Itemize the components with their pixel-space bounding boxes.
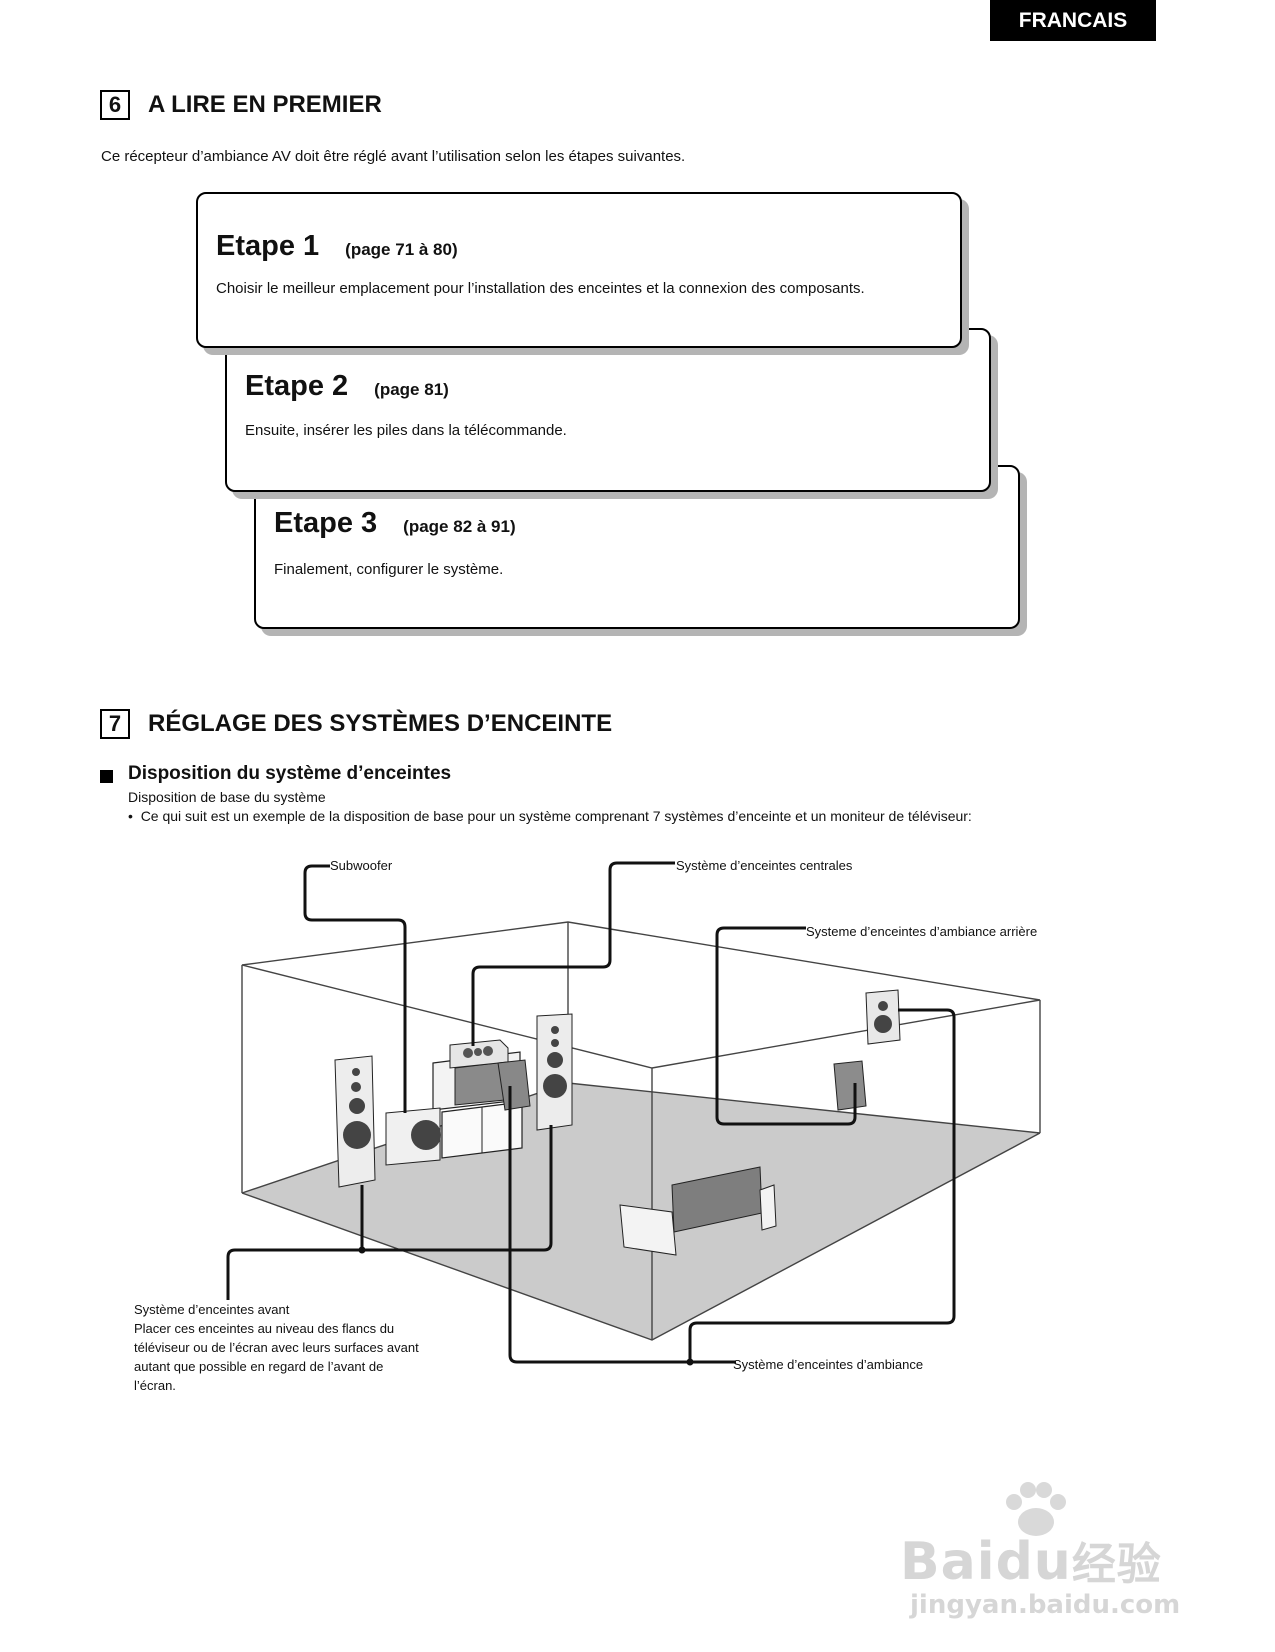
step-2-page: (page 81): [374, 380, 449, 399]
center-speaker: [449, 1039, 509, 1069]
surround-back-speaker: [865, 989, 901, 1045]
label-surround-back: Systeme d’enceintes d’ambiance arrière: [806, 924, 1038, 939]
label-front-desc-1: Placer ces enceintes au niveau des flanc…: [134, 1321, 395, 1336]
step-3-card: Etape 3 (page 82 à 91) Finalement, confi…: [254, 465, 1020, 629]
surround-right-speaker: [833, 1060, 867, 1111]
paw-icon: [1006, 1482, 1066, 1536]
section-6-number: 6: [100, 90, 130, 120]
label-surround: Système d’enceintes d’ambiance: [733, 1357, 924, 1372]
section-7-number: 7: [100, 709, 130, 739]
label-front-desc-2: téléviseur ou de l’écran avec leurs surf…: [134, 1340, 419, 1355]
bullet-text: Ce qui suit est un exemple de la disposi…: [140, 808, 972, 824]
front-right-speaker: [536, 1013, 573, 1131]
junction-dot: [686, 1358, 694, 1366]
label-front-block: Système d’enceintes avant Placer ces enc…: [134, 1300, 419, 1395]
label-front-title: Système d’enceintes avant: [134, 1302, 290, 1317]
label-center: Système d’enceintes centrales: [676, 858, 853, 873]
step-2-desc: Ensuite, insérer les piles dans la téléc…: [245, 422, 567, 439]
bullet-dot-icon: •: [128, 808, 133, 824]
step-1-title: Etape 1: [216, 230, 320, 262]
bullet-item: • Ce qui suit est un exemple de la dispo…: [128, 808, 1148, 824]
section-6-intro: Ce récepteur d’ambiance AV doit être rég…: [101, 148, 686, 165]
step-3-title: Etape 3: [274, 507, 378, 539]
step-1-page: (page 71 à 80): [345, 240, 458, 259]
section-6-title: A LIRE EN PREMIER: [148, 91, 382, 118]
speaker-layout-diagram: [226, 861, 1041, 1366]
sofa: [619, 1166, 777, 1256]
step-1-card: Etape 1 (page 71 à 80) Choisir le meille…: [196, 192, 962, 348]
label-front-desc-3: autant que possible en regard de l’avant…: [134, 1359, 384, 1374]
watermark: Baidu经验 jingyan.baidu.com: [900, 1480, 1200, 1620]
step-2-title: Etape 2: [245, 370, 349, 402]
watermark-brand-2: du: [995, 1532, 1072, 1592]
subsection-title: Disposition du système d’enceintes: [128, 763, 452, 784]
label-front-desc-4: l’écran.: [134, 1378, 176, 1393]
watermark-cn: 经验: [1071, 1539, 1162, 1590]
subwoofer-speaker: [385, 1107, 441, 1166]
surround-left-speaker: [497, 1059, 531, 1111]
watermark-brand: Bai: [900, 1532, 996, 1592]
subsection-line: Disposition de base du système: [128, 789, 326, 805]
step-3-desc: Finalement, configurer le système.: [274, 561, 504, 578]
square-bullet-icon: [100, 770, 113, 783]
section-7-title: RÉGLAGE DES SYSTÈMES D’ENCEINTE: [148, 710, 613, 737]
language-tab: FRANCAIS: [990, 0, 1156, 41]
watermark-url: jingyan.baidu.com: [910, 1590, 1181, 1620]
front-left-speaker: [334, 1055, 376, 1188]
step-3-page: (page 82 à 91): [403, 517, 516, 536]
junction-dot: [358, 1246, 366, 1254]
step-1-desc: Choisir le meilleur emplacement pour l’i…: [216, 280, 865, 297]
label-subwoofer: Subwoofer: [330, 858, 393, 873]
step-2-card: Etape 2 (page 81) Ensuite, insérer les p…: [225, 328, 991, 492]
callout-lines: [226, 861, 956, 1364]
